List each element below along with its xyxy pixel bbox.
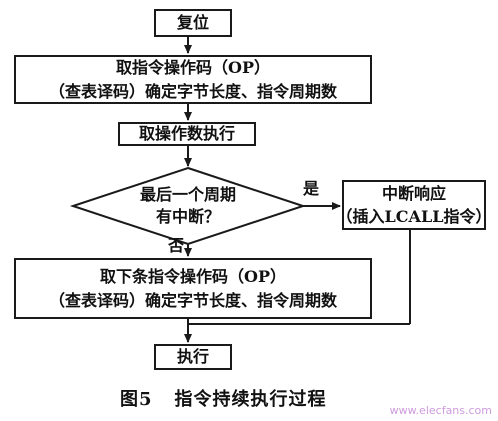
execute-box: 执行: [154, 344, 232, 370]
fetch-operand-label: 取操作数执行: [138, 124, 235, 144]
no-label: 否: [168, 236, 185, 255]
next-opcode-line1: 取下条指令操作码（OP）: [100, 267, 286, 287]
next-opcode-box: 取下条指令操作码（OP） （查表译码）确定字节长度、指令周期数: [14, 258, 372, 319]
fetch-operand-box: 取操作数执行: [118, 122, 256, 146]
interrupt-line2: （插入LCALL指令）: [336, 207, 492, 226]
watermark: www.elecfans.com: [389, 404, 492, 417]
decision-line2: 有中断？: [155, 206, 220, 226]
interrupt-response-box: 中断响应 （插入LCALL指令）: [337, 180, 491, 230]
yes-label: 是: [303, 179, 320, 198]
next-opcode-line2: （查表译码）确定字节长度、指令周期数: [48, 290, 337, 310]
figure-title: 指令持续执行过程: [174, 389, 327, 410]
execute-label: 执行: [176, 347, 209, 367]
figure-caption: 图5 指令持续执行过程: [120, 385, 327, 411]
decision-line1: 最后一个周期: [139, 185, 236, 204]
figure-number: 图5: [120, 389, 153, 410]
reset-box: 复位: [154, 9, 232, 37]
fetch-opcode-box: 取指令操作码（OP） （查表译码）确定字节长度、指令周期数: [14, 55, 372, 104]
reset-label: 复位: [176, 13, 209, 33]
fetch-opcode-line2: （查表译码）确定字节长度、指令周期数: [48, 81, 337, 101]
fetch-opcode-line1: 取指令操作码（OP）: [116, 58, 270, 78]
decision-text: 最后一个周期 有中断？: [113, 184, 263, 227]
interrupt-line1: 中断响应: [381, 183, 446, 203]
